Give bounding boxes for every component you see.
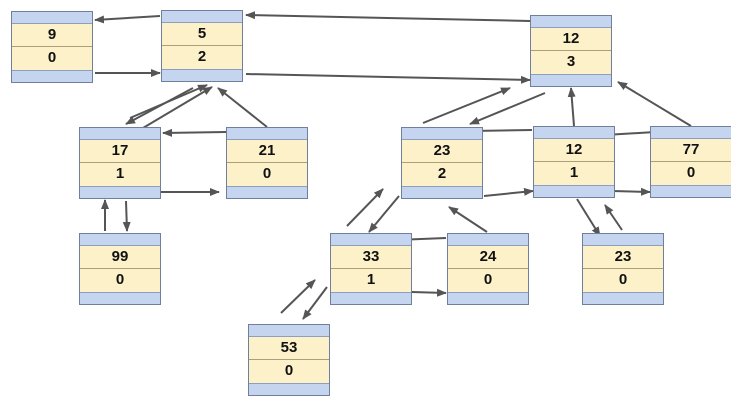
node-33: 33 1 (330, 233, 412, 305)
edge-23a-to-12b (483, 187, 534, 197)
node-33-key: 33 (362, 248, 380, 265)
node-53-value: 0 (284, 362, 294, 379)
edge-24-to-23a (448, 206, 488, 233)
node-23-lower-value: 0 (618, 271, 628, 288)
node-33-value: 1 (366, 271, 376, 288)
node-21-value: 0 (262, 165, 272, 182)
node-9-value: 0 (47, 49, 57, 66)
node-12-root-value: 3 (566, 53, 576, 70)
node-9-key: 9 (47, 26, 57, 43)
node-21-key: 21 (258, 142, 276, 159)
edge-12b-to-23b (576, 198, 601, 237)
node-23-lower-key: 23 (614, 248, 632, 265)
edge-33-to-24 (411, 288, 447, 297)
node-5: 5 2 (161, 10, 243, 82)
edge-17-to-5 (129, 84, 208, 119)
node-17-value: 1 (115, 165, 125, 182)
node-23-upper: 23 2 (401, 127, 483, 199)
node-53-key: 53 (280, 339, 298, 356)
node-12-inner: 12 1 (533, 126, 615, 198)
node-5-value: 2 (197, 48, 207, 65)
edge-33-to-53 (302, 286, 328, 320)
node-77-value: 0 (686, 164, 696, 181)
node-12-inner-key: 12 (565, 141, 583, 158)
node-21: 21 0 (226, 127, 308, 199)
edge-33-to-23a (346, 188, 384, 227)
edge-12root-to-23a (469, 92, 546, 125)
edge-77-to-12root (617, 81, 692, 127)
node-99-value: 0 (115, 271, 125, 288)
node-17-key: 17 (111, 142, 129, 159)
edge-12root-to-5 (245, 11, 531, 22)
node-23-lower: 23 0 (582, 233, 664, 305)
node-99: 99 0 (79, 233, 161, 305)
node-99-key: 99 (111, 248, 129, 265)
node-12-root-key: 12 (562, 30, 580, 47)
node-12-inner-value: 1 (569, 164, 579, 181)
edge-23a-to-12root (422, 87, 511, 124)
edge-23a-to-33 (368, 195, 400, 233)
node-24: 24 0 (447, 233, 529, 305)
node-23-upper-key: 23 (433, 142, 451, 159)
edge-5-to-9 (94, 15, 161, 24)
edge-12b-to-77 (611, 187, 651, 196)
edge-53-to-33 (280, 279, 316, 314)
edge-23b-to-12b (604, 204, 623, 231)
node-24-key: 24 (479, 248, 497, 265)
edge-17-to-99 (122, 200, 131, 232)
node-53: 53 0 (248, 324, 330, 396)
node-77-key: 77 (682, 141, 700, 158)
node-77: 77 0 (650, 126, 731, 198)
edge-17-to-5-b (142, 86, 213, 129)
node-24-value: 0 (483, 271, 493, 288)
node-12-root: 12 3 (530, 15, 612, 87)
node-17: 17 1 (79, 127, 161, 199)
edge-12b-to-12root (567, 87, 576, 127)
edge-5-to-12root (245, 73, 531, 84)
node-5-key: 5 (197, 25, 207, 42)
node-23-upper-value: 2 (437, 165, 447, 182)
edge-21-to-17 (162, 128, 227, 137)
node-9: 9 0 (11, 11, 93, 83)
edge-21-to-5 (217, 87, 268, 128)
